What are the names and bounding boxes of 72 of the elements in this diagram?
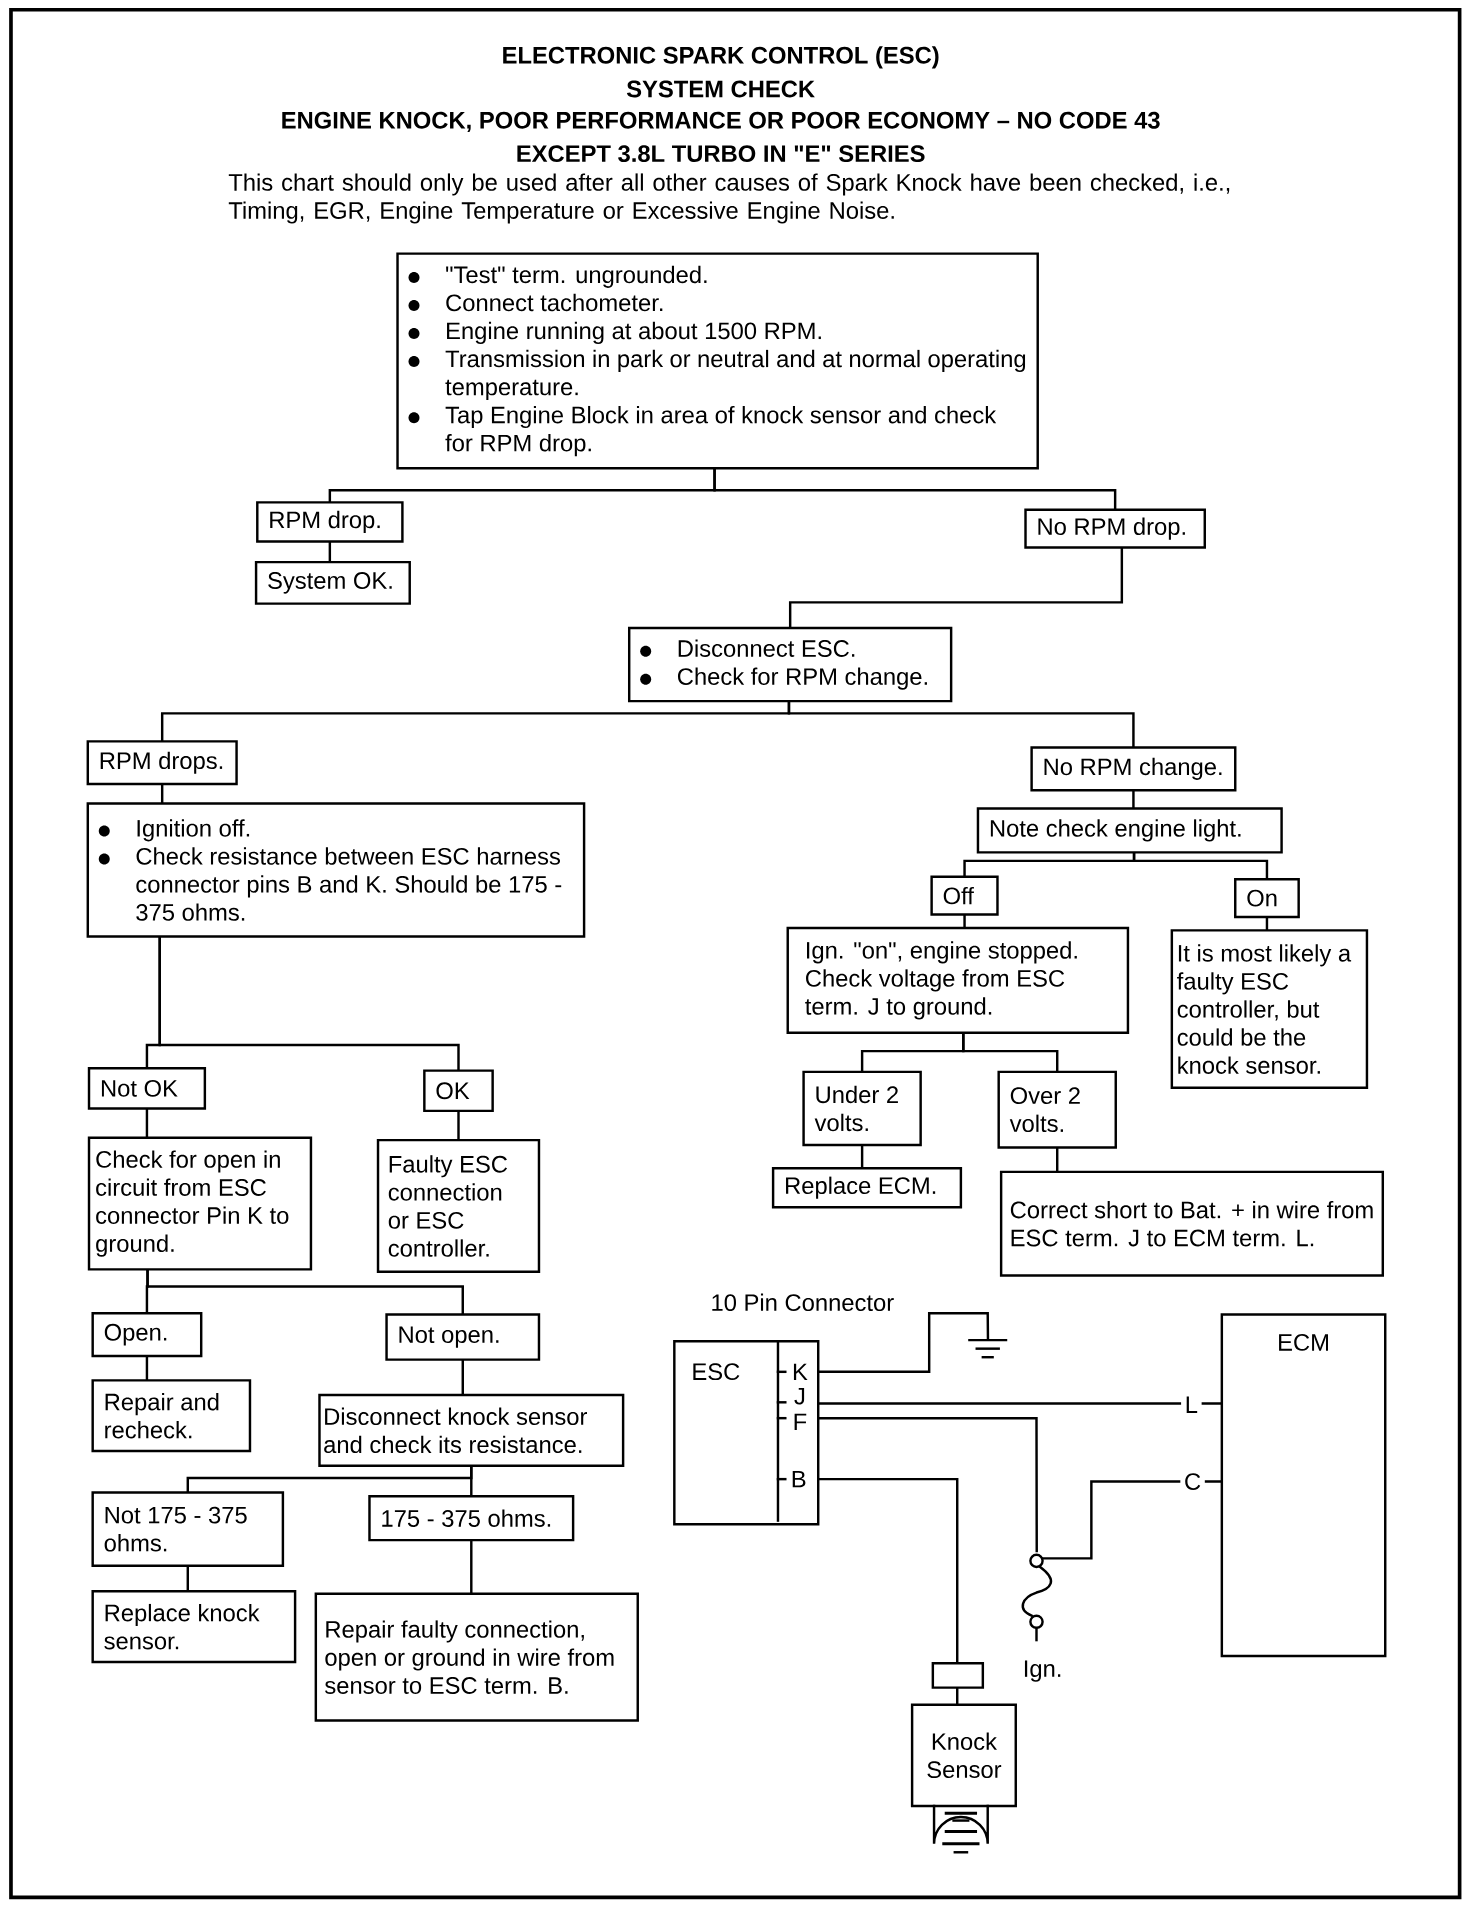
process-box: RPM drops.	[86, 740, 238, 786]
process-box: On	[1234, 877, 1300, 919]
ground-symbol	[968, 1338, 1008, 1359]
connector-label: 10 Pin Connector	[712, 1293, 894, 1312]
process-box: OK	[423, 1069, 494, 1113]
process-box: Repair faulty connection, open or ground in wire from sensor to ESC term. B.	[314, 1592, 640, 1722]
process-box: Open.	[91, 1312, 203, 1358]
process-box: RPM drop.	[256, 501, 404, 543]
heading: ENGINE KNOCK, POOR PERFORMANCE OR POOR ECONOMY – NO CODE 43	[282, 111, 1160, 133]
connector-line	[1132, 852, 1269, 880]
wire	[818, 1416, 1039, 1553]
connector-line	[963, 914, 966, 928]
heading: ELECTRONIC SPARK CONTROL (ESC)	[503, 46, 939, 69]
process-box: Replace ECM.	[772, 1166, 963, 1209]
pin-letter: K	[794, 1363, 808, 1380]
process-box: It is most likely a faulty ESC controller, but could be the knock sensor.	[1170, 929, 1369, 1089]
wire	[818, 1477, 959, 1705]
process-box: Not 175 - 375 ohms.	[91, 1491, 285, 1567]
process-box: Not OK	[87, 1067, 207, 1110]
process-box: "Test" term. ungrounded. Connect tachometer. Engine running at about 1500 RPM. Transmission in park or neutral and at normal operating temperature. Tap Engine Block in area of knock sensor and check for RPM drop.	[396, 252, 1039, 470]
process-box: No RPM change.	[1030, 746, 1237, 792]
fuse-symbol	[1021, 1553, 1053, 1642]
process-box: Note check engine light.	[976, 807, 1283, 854]
connector-line	[145, 1356, 149, 1381]
process-box: Ignition off. Check resistance between ESC harness connector pins B and K. Should be 175 - 375 ohms.	[86, 802, 586, 938]
connector-line	[457, 1110, 460, 1141]
sensor-box: Knock Sensor	[911, 1703, 1018, 1808]
connector-line	[1056, 1147, 1059, 1172]
process-box: Faulty ESC connection or ESC controller.	[376, 1138, 541, 1274]
pin-letter: C	[1180, 1469, 1205, 1494]
connector-line	[962, 1032, 1059, 1072]
process-box: 175 - 375 ohms.	[368, 1495, 575, 1542]
process-box: System OK.	[254, 560, 412, 605]
connector-line	[789, 547, 1124, 628]
connector-line	[1132, 790, 1135, 809]
process-box: Disconnect ESC. Check for RPM change.	[628, 626, 953, 703]
pin-letter: B	[792, 1470, 806, 1488]
heading: EXCEPT 3.8L TURBO IN "E" SERIES	[517, 145, 925, 163]
connector-line	[470, 1540, 473, 1594]
heading: SYSTEM CHECK	[627, 80, 815, 98]
connector-line	[161, 784, 164, 804]
connector-line	[470, 1465, 473, 1497]
process-box: No RPM drop.	[1024, 508, 1207, 549]
process-box: Disconnect knock sensor and check its resistance.	[318, 1393, 625, 1467]
connector-line	[861, 1145, 864, 1169]
connector-line	[328, 541, 332, 563]
process-box: Not open.	[385, 1313, 541, 1361]
connector-line	[713, 468, 1117, 510]
process-box: Off	[930, 875, 999, 916]
process-box: Check for open in circuit from ESC connector Pin K to ground.	[87, 1136, 313, 1271]
intro-note: This chart should only be used after all other causes of Spark Knock have been checked, i.e., Timing, EGR, Engine Temperature or Excessive Engine Noise.	[228, 173, 1230, 224]
process-box: Correct short to Bat. + in wire from ESC term. J to ECM term. L.	[1000, 1170, 1385, 1277]
process-box: Ign. "on", engine stopped. Check voltage from ESC term. J to ground.	[786, 926, 1130, 1035]
wire	[818, 1312, 990, 1374]
connector-line	[145, 1108, 149, 1138]
connector-line	[1265, 917, 1269, 931]
wire	[818, 1402, 1222, 1405]
connector-line	[146, 1269, 465, 1315]
connector-line	[461, 1359, 465, 1395]
controller-box: ECM	[1220, 1313, 1387, 1658]
connector-line	[158, 936, 460, 1071]
pin-letter: J	[794, 1387, 805, 1405]
pin-letter: F	[794, 1413, 807, 1430]
process-box: Over 2 volts.	[997, 1070, 1118, 1149]
terminal-label: Ign.	[1025, 1660, 1061, 1682]
connector-line	[186, 1565, 190, 1592]
process-box: Under 2 volts.	[802, 1070, 922, 1147]
process-box: Repair and recheck.	[91, 1379, 252, 1453]
wire	[1041, 1480, 1222, 1560]
pin-letter: L	[1181, 1392, 1202, 1417]
connector-line	[787, 701, 1135, 748]
process-box: Replace knock sensor.	[91, 1590, 297, 1664]
